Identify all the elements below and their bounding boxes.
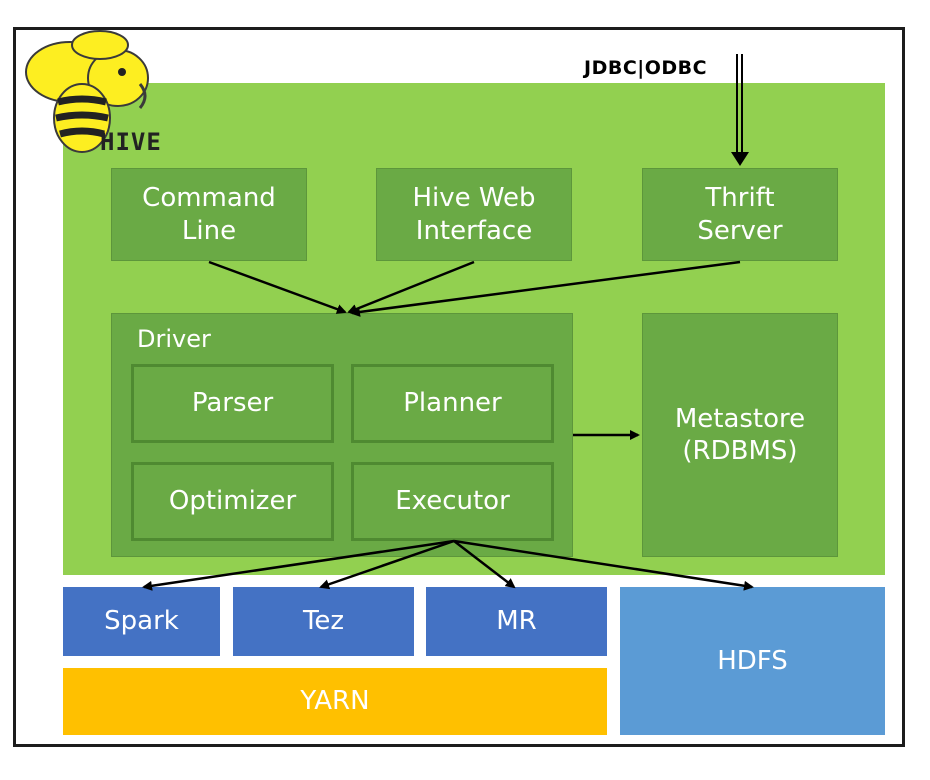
executor-label: Executor — [395, 486, 510, 517]
tez-label: Tez — [302, 606, 345, 637]
executor-box: Executor — [351, 462, 554, 541]
arrow-web-interface-to-driver — [347, 260, 475, 314]
metastore-label-2: (RDBMS) — [682, 436, 798, 466]
thrift-server-label-1: Thrift — [705, 183, 775, 213]
hive-logo-text: HIVE — [100, 128, 162, 156]
arrow-executor-to-mr — [453, 540, 516, 589]
parser-label: Parser — [191, 388, 274, 419]
command-line-label-1: Command — [142, 183, 276, 213]
yarn-box: YARN — [63, 668, 607, 735]
thrift-server-label-2: Server — [697, 215, 783, 246]
jdbc-arrow-head — [731, 152, 749, 166]
tez-box: Tez — [233, 587, 414, 656]
spark-box: Spark — [63, 587, 220, 656]
web-interface-label-2: Interface — [415, 215, 533, 246]
optimizer-box: Optimizer — [131, 462, 334, 541]
spark-label: Spark — [104, 606, 179, 637]
arrow-executor-to-spark — [142, 539, 455, 591]
mr-label: MR — [496, 606, 537, 637]
arrow-command-line-to-driver — [208, 260, 347, 314]
hdfs-box: HDFS — [620, 587, 885, 735]
mr-box: MR — [426, 587, 607, 656]
metastore-label-1: Metastore — [674, 403, 806, 434]
parser-box: Parser — [131, 364, 334, 443]
arrow-executor-to-hdfs — [453, 539, 754, 591]
jdbc-odbc-label: JDBC|ODBC — [584, 57, 708, 79]
web-interface-label-1: Hive Web — [412, 183, 536, 213]
yarn-label: YARN — [300, 686, 370, 717]
arrow-executor-to-tez — [319, 539, 455, 590]
metastore-box: Metastore(RDBMS) — [642, 313, 838, 557]
hdfs-label: HDFS — [717, 645, 788, 676]
planner-box: Planner — [351, 364, 554, 443]
command-line-label-2: Line — [181, 215, 237, 246]
planner-label: Planner — [403, 388, 502, 419]
arrow-thrift-to-driver — [350, 260, 741, 317]
optimizer-label: Optimizer — [168, 486, 297, 517]
driver-label: Driver — [137, 325, 211, 353]
